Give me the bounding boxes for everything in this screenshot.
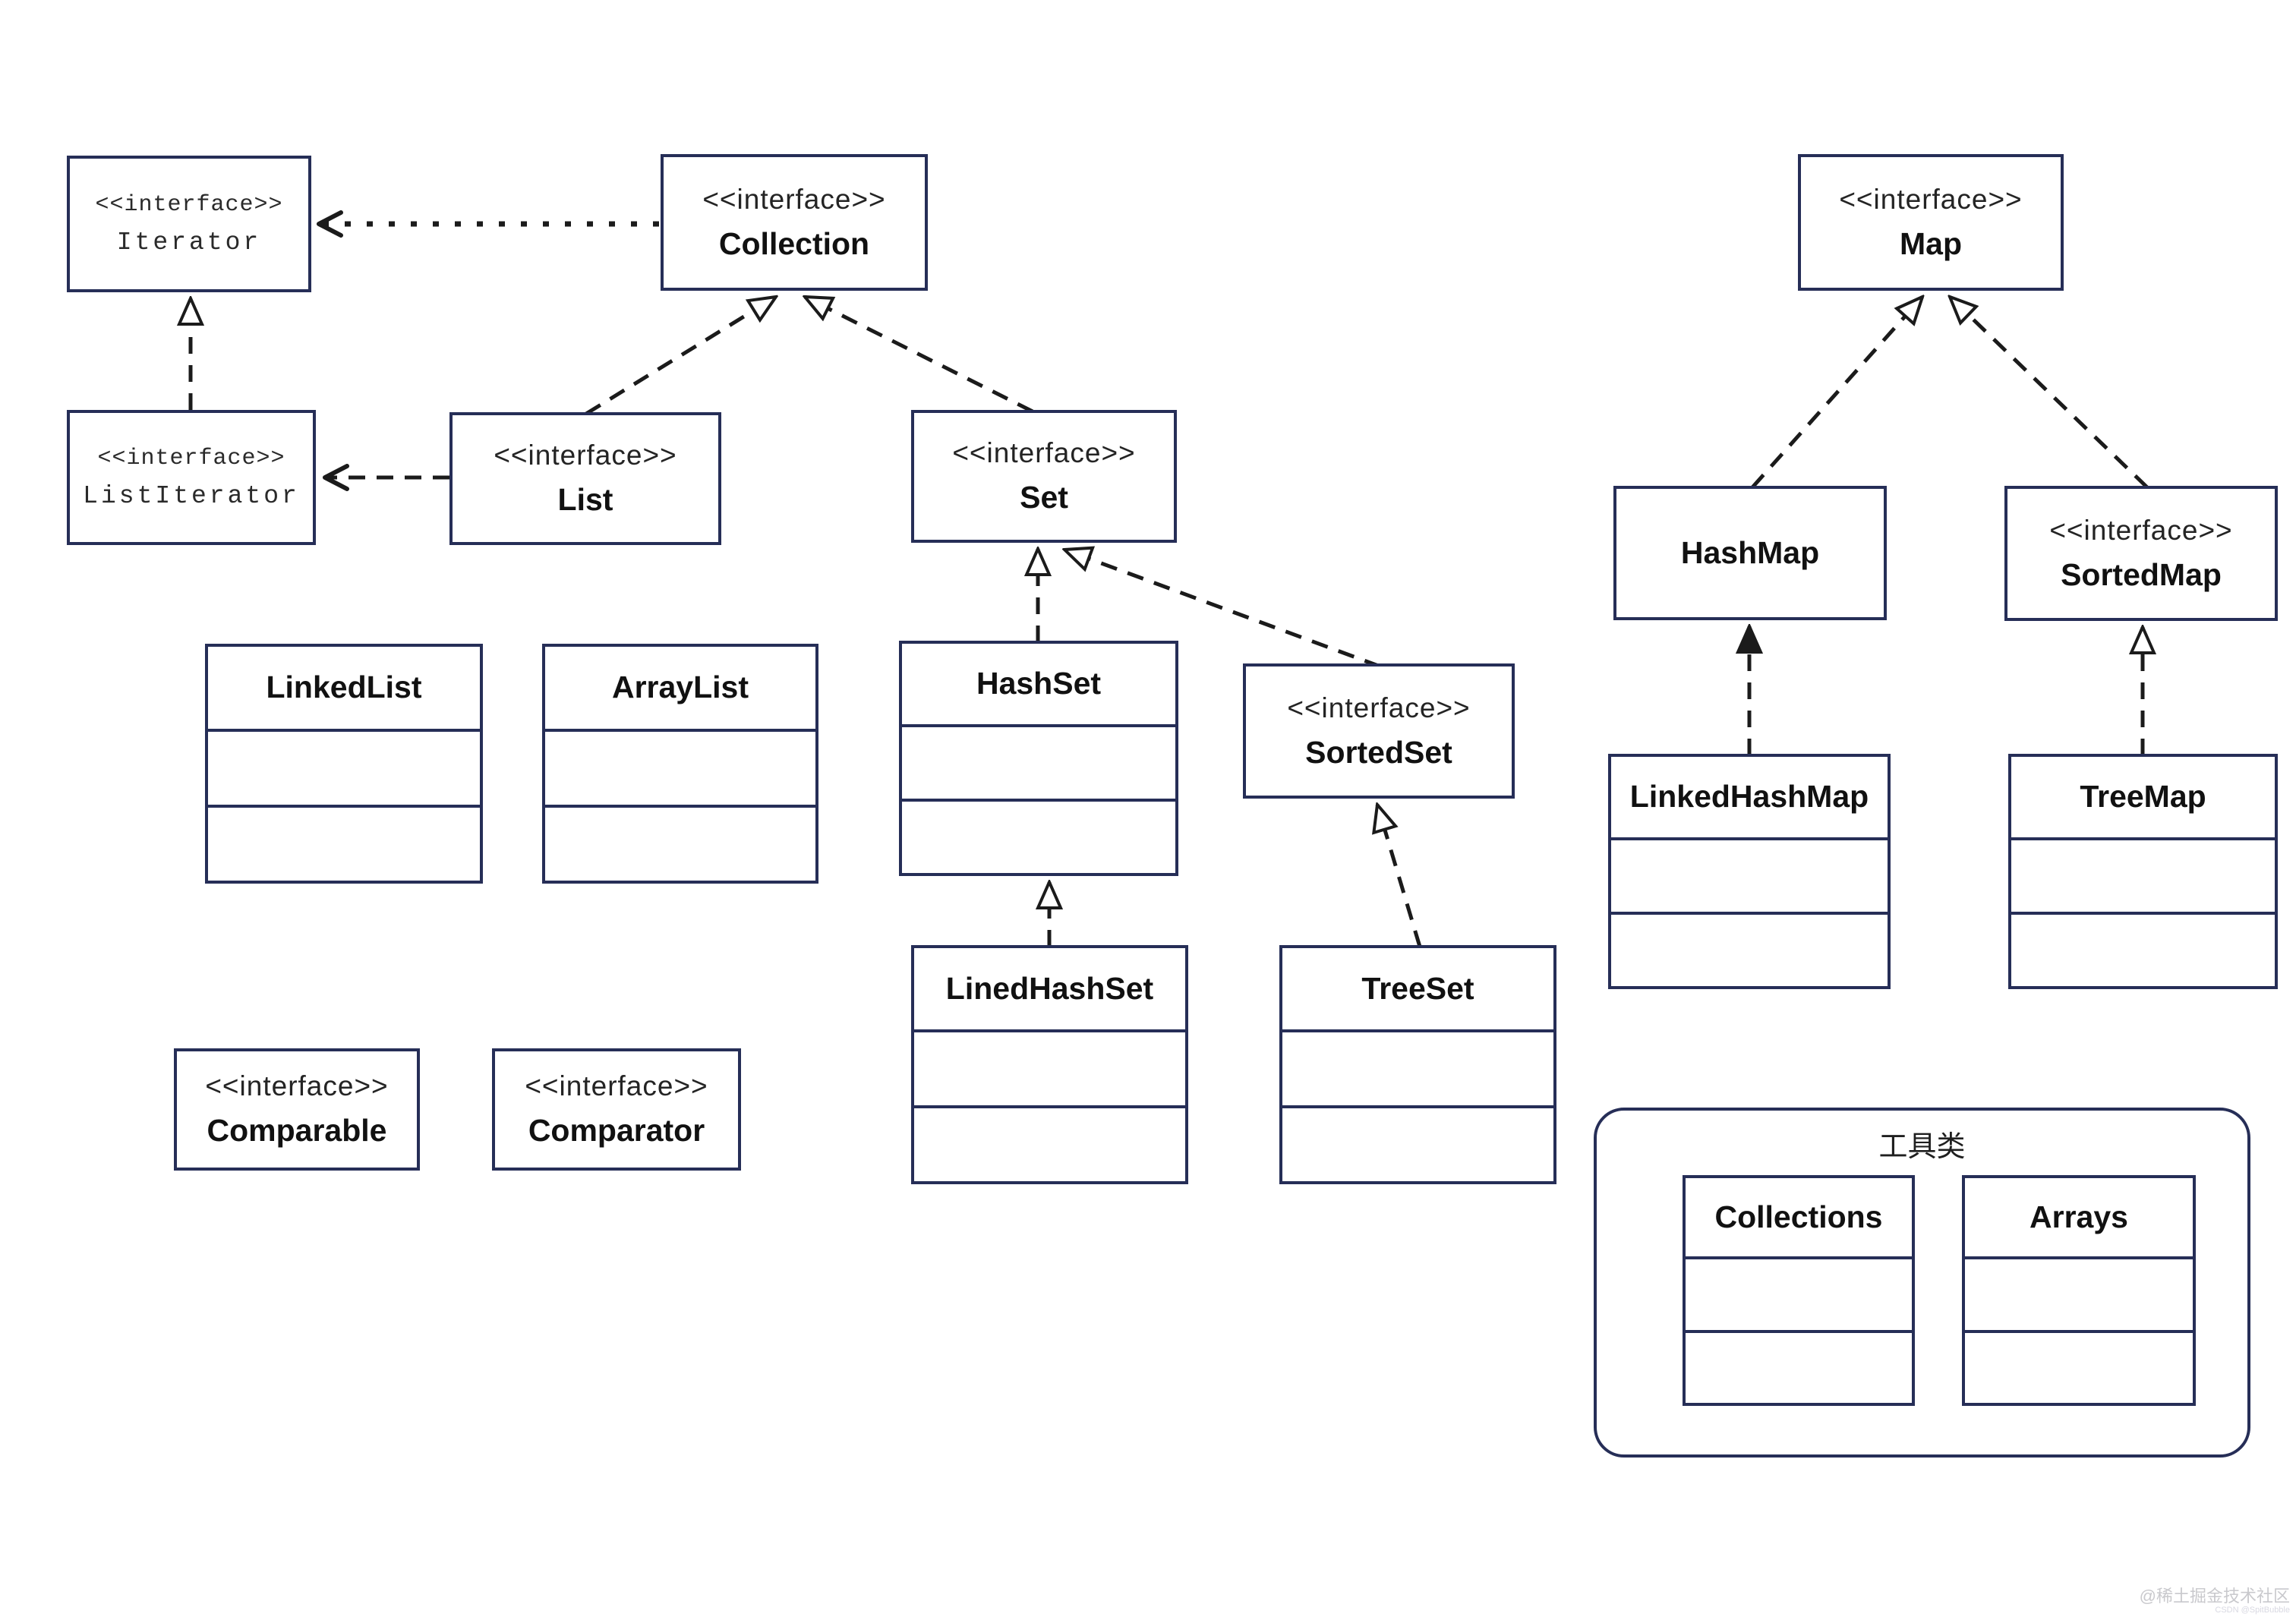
class-name: LinkedHashMap bbox=[1629, 779, 1869, 815]
methods-compartment bbox=[1611, 911, 1888, 986]
node-array-list: ArrayList bbox=[542, 644, 818, 884]
methods-compartment bbox=[1282, 1105, 1553, 1181]
utility-group: 工具类 Collections Arrays bbox=[1594, 1108, 2250, 1458]
class-name: ArrayList bbox=[611, 670, 749, 705]
fields-compartment bbox=[1965, 1256, 2193, 1329]
methods-compartment bbox=[1686, 1329, 1912, 1403]
interface-name: SortedMap bbox=[2061, 556, 2222, 592]
edge-tree-set-to-sorted-set bbox=[1377, 805, 1422, 947]
interface-name: Iterator bbox=[116, 228, 262, 257]
node-lined-hash-set: LinedHashSet bbox=[911, 945, 1188, 1184]
class-name: LinkedList bbox=[266, 670, 422, 705]
node-sorted-map: <<interface>> SortedMap bbox=[2004, 486, 2278, 621]
node-comparator: <<interface>> Comparator bbox=[492, 1048, 741, 1171]
methods-compartment bbox=[208, 804, 480, 881]
fields-compartment bbox=[914, 1029, 1185, 1105]
node-iterator: <<interface>> Iterator bbox=[67, 156, 311, 292]
class-name: Collections bbox=[1714, 1199, 1883, 1235]
watermark-subtext: CSDN @SpitBubble bbox=[2215, 1606, 2290, 1615]
node-hash-set: HashSet bbox=[899, 641, 1178, 876]
edge-hash-map-to-map bbox=[1751, 297, 1922, 489]
class-name: TreeSet bbox=[1361, 971, 1474, 1007]
node-linked-hash-map: LinkedHashMap bbox=[1608, 754, 1891, 989]
edge-sorted-map-to-map bbox=[1950, 297, 2149, 489]
watermark: @稀土掘金技术社区 CSDN @SpitBubble bbox=[2140, 1587, 2290, 1615]
stereotype-label: <<interface>> bbox=[952, 437, 1136, 468]
stereotype-label: <<interface>> bbox=[525, 1070, 708, 1101]
node-hash-map: HashMap bbox=[1613, 486, 1887, 620]
stereotype-label: <<interface>> bbox=[1287, 692, 1471, 723]
node-collection: <<interface>> Collection bbox=[661, 154, 928, 291]
class-name: Arrays bbox=[2030, 1199, 2128, 1235]
interface-name: Collection bbox=[718, 225, 870, 261]
watermark-text: @稀土掘金技术社区 bbox=[2139, 1587, 2290, 1606]
stereotype-label: <<interface>> bbox=[2049, 514, 2233, 546]
edge-set-to-collection bbox=[805, 295, 1034, 414]
methods-compartment bbox=[545, 804, 815, 881]
class-name: HashSet bbox=[976, 666, 1102, 701]
fields-compartment bbox=[1686, 1256, 1912, 1329]
fields-compartment bbox=[2011, 837, 2275, 912]
stereotype-label: <<interface>> bbox=[1839, 183, 2023, 215]
node-collections: Collections bbox=[1683, 1175, 1915, 1406]
fields-compartment bbox=[1282, 1029, 1553, 1105]
methods-compartment bbox=[902, 798, 1175, 873]
interface-name: List bbox=[557, 482, 613, 517]
stereotype-label: <<interface>> bbox=[95, 191, 283, 218]
node-tree-set: TreeSet bbox=[1279, 945, 1556, 1184]
node-tree-map: TreeMap bbox=[2008, 754, 2278, 989]
stereotype-label: <<interface>> bbox=[97, 445, 285, 471]
methods-compartment bbox=[1965, 1329, 2193, 1403]
fields-compartment bbox=[1611, 837, 1888, 912]
stereotype-label: <<interface>> bbox=[205, 1070, 389, 1101]
class-name: HashMap bbox=[1680, 535, 1820, 570]
interface-name: Map bbox=[1900, 225, 1962, 261]
interface-name: Set bbox=[1020, 480, 1068, 515]
interface-name: Comparator bbox=[528, 1113, 705, 1148]
methods-compartment bbox=[2011, 911, 2275, 986]
interface-name: ListIterator bbox=[83, 481, 300, 510]
class-name: TreeMap bbox=[2080, 779, 2206, 815]
node-list: <<interface>> List bbox=[449, 412, 721, 545]
class-name: LinedHashSet bbox=[945, 971, 1154, 1007]
node-arrays: Arrays bbox=[1962, 1175, 2196, 1406]
utility-group-title: 工具类 bbox=[1878, 1131, 1966, 1163]
node-comparable: <<interface>> Comparable bbox=[174, 1048, 420, 1171]
fields-compartment bbox=[208, 728, 480, 805]
node-set: <<interface>> Set bbox=[911, 410, 1177, 543]
methods-compartment bbox=[914, 1105, 1185, 1181]
node-sorted-set: <<interface>> SortedSet bbox=[1243, 663, 1515, 799]
node-map: <<interface>> Map bbox=[1798, 154, 2064, 291]
edge-list-to-collection bbox=[585, 297, 776, 416]
stereotype-label: <<interface>> bbox=[494, 440, 677, 471]
node-list-iterator: <<interface>> ListIterator bbox=[67, 410, 316, 545]
stereotype-label: <<interface>> bbox=[702, 183, 886, 215]
interface-name: SortedSet bbox=[1305, 734, 1452, 770]
node-linked-list: LinkedList bbox=[205, 644, 483, 884]
fields-compartment bbox=[545, 728, 815, 805]
fields-compartment bbox=[902, 723, 1175, 799]
interface-name: Comparable bbox=[207, 1113, 387, 1148]
